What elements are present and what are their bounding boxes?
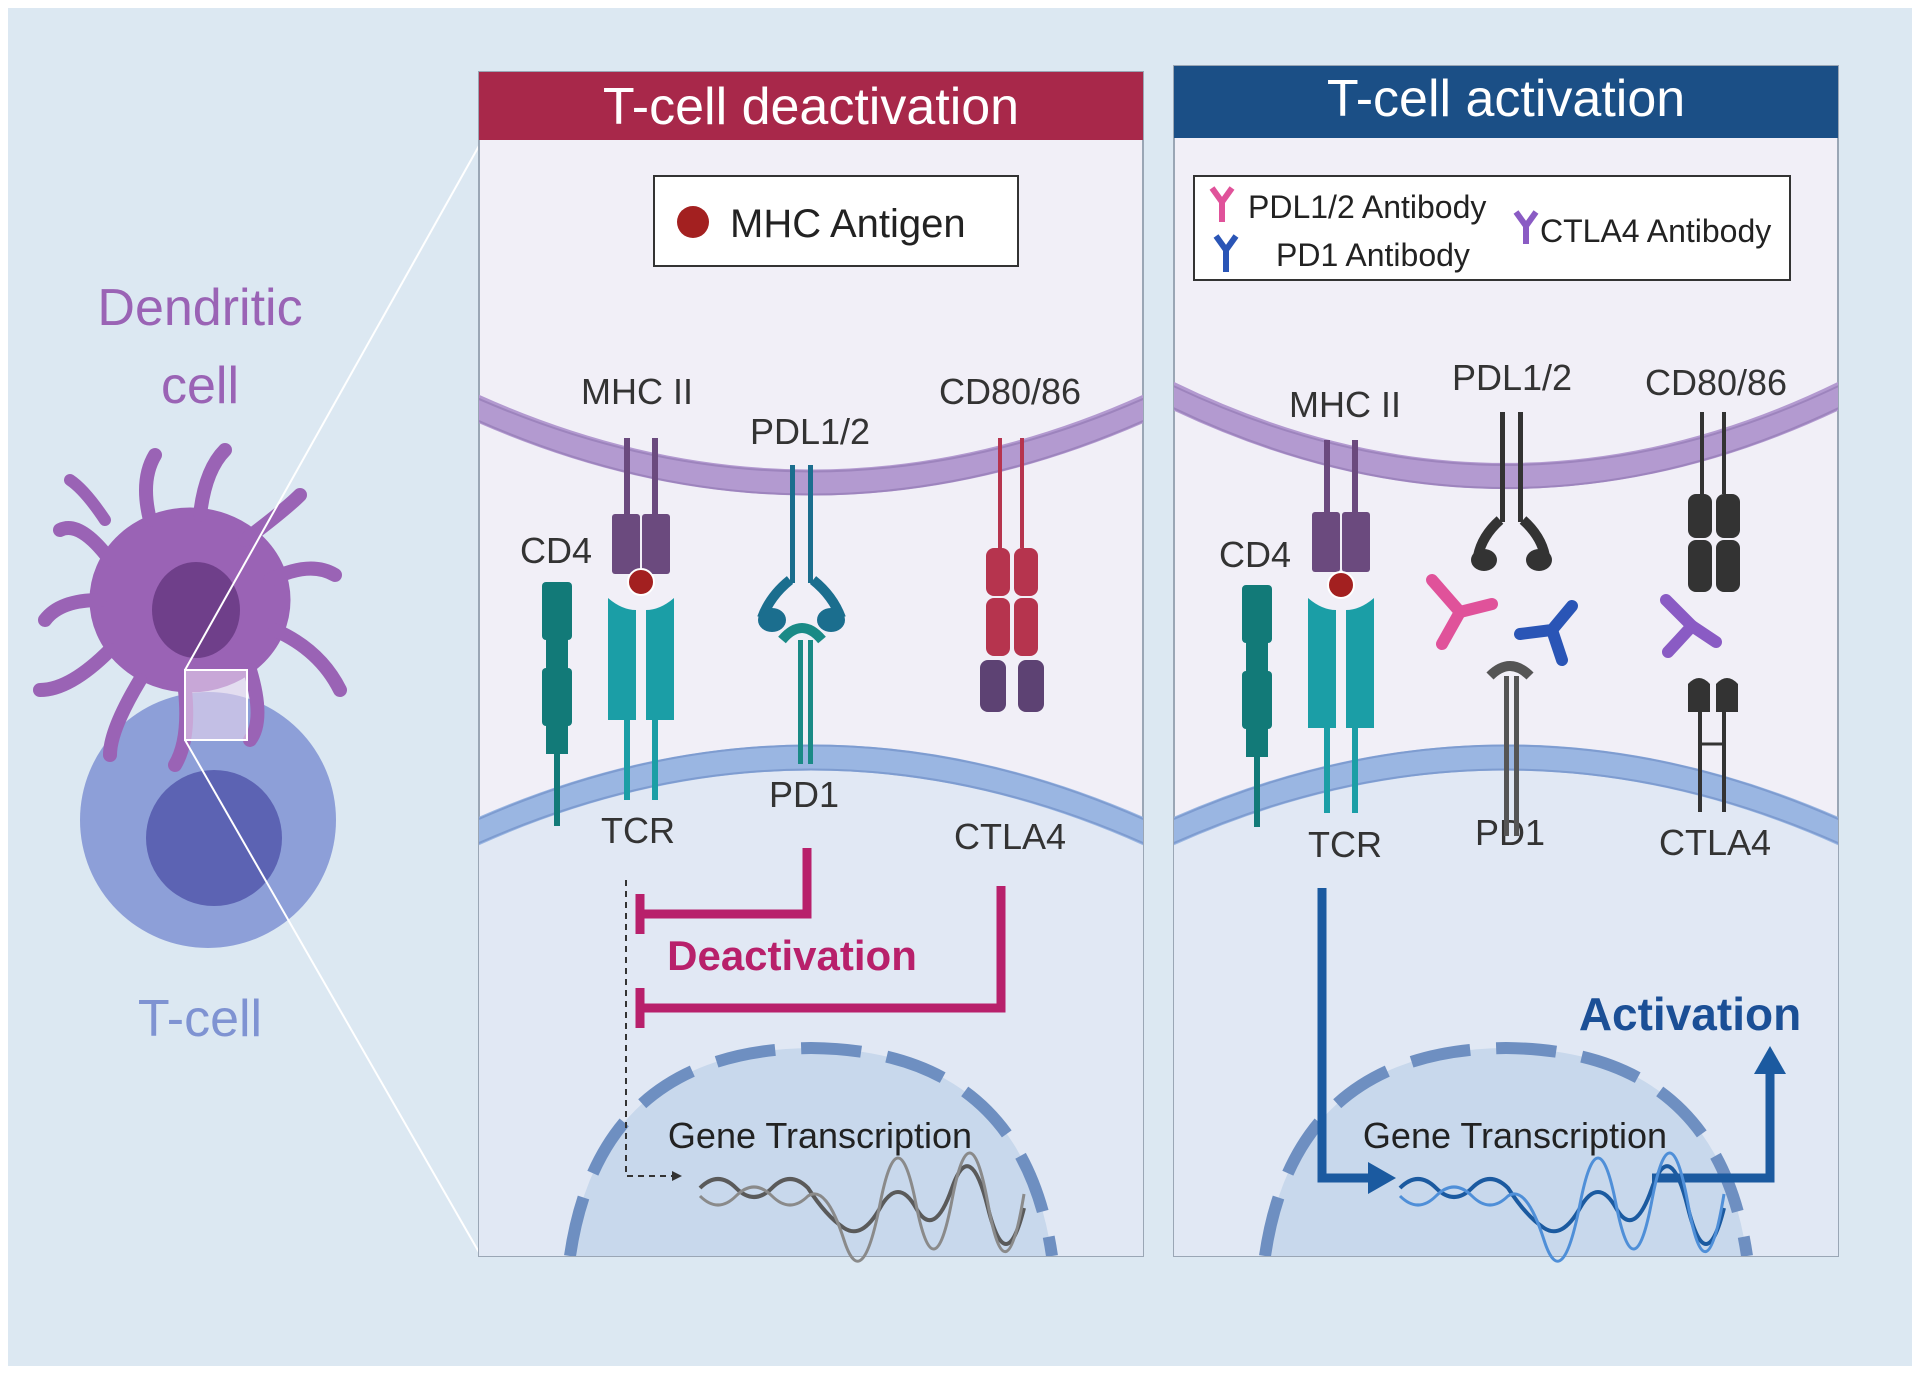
label-tcr: TCR <box>601 810 675 851</box>
tcell-label: T-cell <box>138 990 262 1048</box>
dendritic-cell-label-line2: cell <box>161 357 239 415</box>
pdl12-receptor-right <box>1471 412 1552 571</box>
pdl12-antibody <box>1426 574 1498 650</box>
antigen-dot-icon <box>677 206 709 238</box>
pdl12-antibody-legend-label: PDL1/2 Antibody <box>1248 189 1486 225</box>
deactivation-outcome-label: Deactivation <box>667 932 917 979</box>
tcr-receptor-right <box>1308 598 1374 813</box>
mhc2-receptor-right <box>1312 440 1370 572</box>
activation-arrowhead-gene <box>1368 1162 1396 1194</box>
cd4-receptor-right <box>1242 585 1272 827</box>
mhc-antigen-legend-label: MHC Antigen <box>730 202 966 246</box>
label-ctla4-right: CTLA4 <box>1659 822 1771 863</box>
label-cd8086-right: CD80/86 <box>1645 362 1787 403</box>
label-mhc2-right: MHC II <box>1289 384 1401 425</box>
label-tcr-right: TCR <box>1308 824 1382 865</box>
activation-panel-scene <box>1174 381 1838 1256</box>
dna-strand-right <box>1398 1164 1726 1246</box>
blocked-signal-arrow <box>625 880 682 1181</box>
mhc-antigen-dot-right <box>1327 571 1355 599</box>
deactivation-title: T-cell deactivation <box>603 78 1019 136</box>
ctla4-antibody-legend-icon <box>1513 210 1539 244</box>
antibody-legend <box>1193 175 1791 281</box>
tcr-receptor <box>608 598 674 800</box>
cd4-receptor <box>542 582 572 826</box>
dendritic-membrane-right <box>1174 381 1838 489</box>
mhc2-receptor <box>612 438 670 574</box>
activation-arrowhead-up <box>1754 1046 1786 1074</box>
activation-panel: T-cell activation PDL1/2 Antibody PD1 An… <box>1173 65 1839 1263</box>
activation-pathway <box>1317 888 1775 1183</box>
ctla4-antibody-legend-label: CTLA4 Antibody <box>1540 213 1771 249</box>
label-pd1-right: PD1 <box>1475 812 1545 853</box>
label-pdl12-right: PDL1/2 <box>1452 357 1572 398</box>
label-cd4-right: CD4 <box>1219 534 1291 575</box>
pd1-antibody-legend-label: PD1 Antibody <box>1276 237 1470 273</box>
pd1-receptor-right <box>1486 661 1534 836</box>
mhc-antigen-dot <box>627 568 655 596</box>
pd1-antibody <box>1514 600 1578 666</box>
cd8086-ctla4-complex <box>980 438 1044 712</box>
deactivation-header <box>479 72 1143 140</box>
label-cd4: CD4 <box>520 530 592 571</box>
gene-transcription-label-left: Gene Transcription <box>668 1115 972 1156</box>
inhibition-pathway <box>635 848 1006 1028</box>
pdl12-antibody-legend-icon <box>1209 186 1235 222</box>
nucleus-envelope-right <box>1259 1041 1753 1256</box>
zoom-line-bottom <box>184 739 481 1255</box>
activation-title: T-cell activation <box>1327 70 1685 128</box>
label-mhc2: MHC II <box>581 371 693 412</box>
dendritic-cell-label-line1: Dendritic <box>97 279 302 337</box>
pd1-antibody-legend-icon <box>1213 234 1239 272</box>
cd8086-receptor-right <box>1688 412 1740 592</box>
zoom-line-top <box>184 143 481 671</box>
ctla4-antibody <box>1660 594 1722 658</box>
mhc-antigen-legend <box>653 175 1019 267</box>
activation-header <box>1174 66 1838 138</box>
deactivation-panel: T-cell deactivation MHC Antigen MHC II P… <box>478 71 1144 1263</box>
pdl12-pd1-complex <box>757 465 846 764</box>
gene-transcription-label-right: Gene Transcription <box>1363 1115 1667 1156</box>
label-cd8086: CD80/86 <box>939 371 1081 412</box>
label-ctla4: CTLA4 <box>954 816 1066 857</box>
nucleus-envelope <box>564 1041 1058 1256</box>
activation-outcome-label: Activation <box>1579 988 1801 1040</box>
cell-illustration <box>33 143 481 1255</box>
label-pd1: PD1 <box>769 774 839 815</box>
ctla4-receptor-right <box>1688 678 1738 812</box>
dendritic-nucleus <box>152 562 240 658</box>
zoom-window <box>184 669 248 741</box>
dna-strand-left <box>698 1164 1026 1246</box>
tcell-nucleus <box>146 770 282 906</box>
label-pdl12: PDL1/2 <box>750 411 870 452</box>
